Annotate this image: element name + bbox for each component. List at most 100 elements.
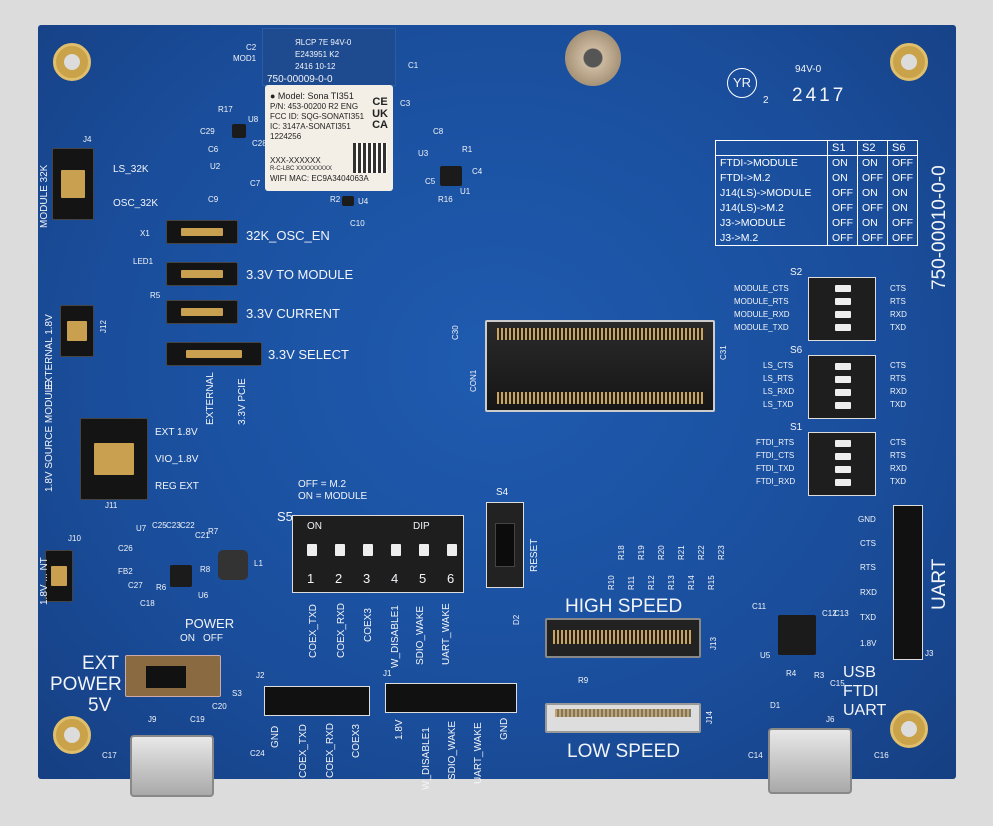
header-j2[interactable] <box>264 686 370 716</box>
module-shield: ЯLCP 7E 94V-0 E243951 K2 2416 10-12 750-… <box>262 28 396 86</box>
s5-switch-6[interactable] <box>447 544 457 556</box>
s2-switch-4[interactable] <box>835 324 851 331</box>
s5-switch-4[interactable] <box>391 544 401 556</box>
s5-num: 2 <box>335 571 343 586</box>
ref-c26: C26 <box>118 544 133 553</box>
j3-ref: J3 <box>925 649 934 658</box>
ref-c24: C24 <box>250 749 265 758</box>
s1-switch-1[interactable] <box>835 440 851 447</box>
module-model: ● Model: Sona TI351 <box>270 91 354 101</box>
ref-x1: X1 <box>140 229 150 238</box>
j2-ref: J2 <box>256 671 265 680</box>
ftdi-line2: FTDI <box>843 683 879 700</box>
jumper-3v3-to-module[interactable] <box>166 262 238 286</box>
s2-left: MODULE_RTS <box>734 297 789 306</box>
chip-u4 <box>342 196 354 206</box>
s2-switch-3[interactable] <box>835 311 851 318</box>
resistor-ref: R15 <box>707 575 716 590</box>
ref-c8: C8 <box>433 127 444 136</box>
header-j1[interactable] <box>385 683 517 713</box>
resistor-ref: R21 <box>677 545 686 560</box>
dip-switch-s5[interactable]: ON DIP 1 2 3 4 5 6 <box>292 515 464 593</box>
label-power-on: ON <box>180 633 195 644</box>
s1-switch-4[interactable] <box>835 479 851 486</box>
power-switch[interactable] <box>125 655 221 697</box>
ref-r17: R17 <box>218 105 233 114</box>
resistor-ref: R14 <box>687 575 696 590</box>
s5-legend-on: ON = MODULE <box>298 491 368 502</box>
ref-c18: C18 <box>140 599 155 608</box>
jumper-j4[interactable] <box>52 148 94 220</box>
s5-switch-1[interactable] <box>307 544 317 556</box>
jumper-3v3-select[interactable] <box>166 342 262 366</box>
module-top-line: ЯLCP 7E 94V-0 <box>295 38 352 47</box>
s1-switch-2[interactable] <box>835 453 851 460</box>
usb-power-port[interactable] <box>130 735 214 797</box>
jumper-j12[interactable] <box>60 305 94 357</box>
ref-c11: C11 <box>752 602 767 611</box>
mounting-hole <box>53 43 91 81</box>
ref-c1: C1 <box>408 61 419 70</box>
dip-switch-s1[interactable] <box>808 432 876 496</box>
s1-right: TXD <box>890 477 906 486</box>
s5-signal: UART_WAKE <box>441 603 452 665</box>
standoff <box>565 30 621 86</box>
s5-num: 4 <box>391 571 399 586</box>
label-3v3-pcie: 3.3V PCIE <box>237 378 248 425</box>
uart-header-j3[interactable] <box>893 505 923 660</box>
ref-r1: R1 <box>462 145 473 154</box>
module-top-line: 2416 10-12 <box>295 62 336 71</box>
s5-switch-5[interactable] <box>419 544 429 556</box>
module-ic: IC: 3147A-SONATI351 <box>270 122 351 132</box>
label-power-off: OFF <box>203 633 223 644</box>
s5-switch-3[interactable] <box>363 544 373 556</box>
s6-switch-1[interactable] <box>835 363 851 370</box>
jumper-32k-osc-en[interactable] <box>166 220 238 244</box>
resistor-ref: R19 <box>637 545 646 560</box>
connector-j14[interactable] <box>545 703 701 733</box>
s2-switch-1[interactable] <box>835 285 851 292</box>
module-ref: MOD1 <box>233 54 257 63</box>
ref-fb2: FB2 <box>118 567 133 576</box>
usb-ftdi-port[interactable] <box>768 728 852 794</box>
ref-u3: U3 <box>418 149 429 158</box>
ref-c28: C28 <box>252 139 267 148</box>
chip-u6 <box>170 565 192 587</box>
uart-pin: TXD <box>860 613 876 622</box>
ref-j9: J9 <box>148 715 157 724</box>
connector-j13[interactable] <box>545 618 701 658</box>
label-external-1v8: EXTERNAL 1.8V <box>44 314 55 390</box>
dip-switch-s2[interactable] <box>808 277 876 341</box>
s6-right: TXD <box>890 400 906 409</box>
s1-switch-3[interactable] <box>835 466 851 473</box>
reset-button[interactable] <box>486 502 524 588</box>
s2-right: RTS <box>890 297 906 306</box>
jumper-3v3-current[interactable] <box>166 300 238 324</box>
jumper-j10[interactable] <box>45 550 73 602</box>
r9-ref: R9 <box>578 676 589 685</box>
jumper-1v8-source[interactable] <box>80 418 148 500</box>
s6-switch-2[interactable] <box>835 376 851 383</box>
ref-led1: LED1 <box>133 257 154 266</box>
module-part-number: 750-00009-0-0 <box>267 74 333 85</box>
m2-connector[interactable] <box>485 320 715 412</box>
ref-c21: C21 <box>195 531 210 540</box>
dip-switch-s6[interactable] <box>808 355 876 419</box>
label-module32k: MODULE 32K <box>39 164 50 228</box>
j14-ref: J14 <box>705 711 714 724</box>
ref-c22: C22 <box>180 521 195 530</box>
ref-c12: C12 <box>822 609 837 618</box>
s2-switch-2[interactable] <box>835 298 851 305</box>
j11-ref: J11 <box>105 501 118 510</box>
ref-r7: R7 <box>208 527 219 536</box>
ref-c9: C9 <box>208 195 219 204</box>
ref-r4: R4 <box>786 669 797 678</box>
ref-c13: C13 <box>834 609 849 618</box>
s6-switch-3[interactable] <box>835 389 851 396</box>
s6-switch-4[interactable] <box>835 402 851 409</box>
s5-switch-2[interactable] <box>335 544 345 556</box>
